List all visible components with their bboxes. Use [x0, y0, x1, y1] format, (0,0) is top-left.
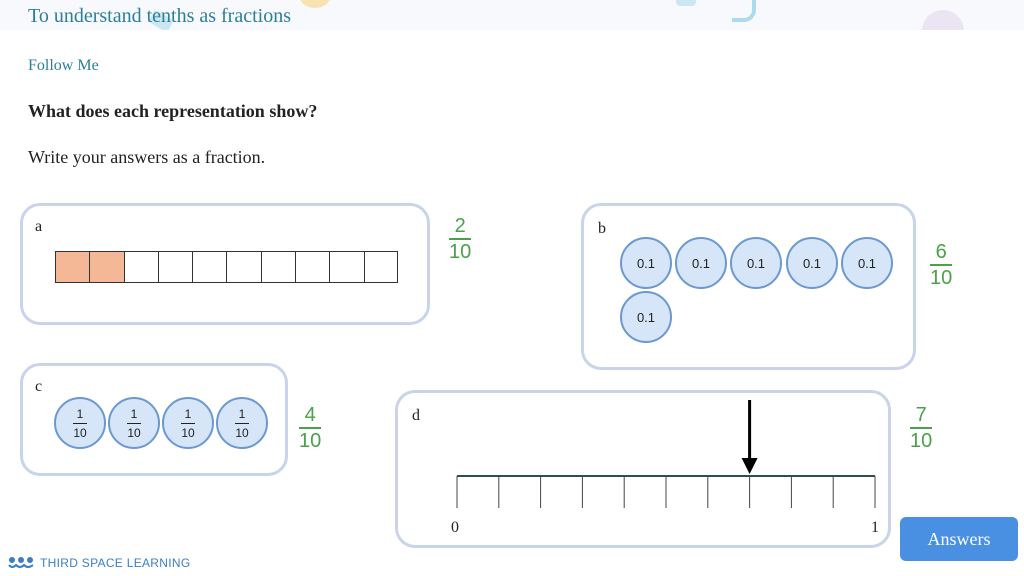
bar-cell [123, 251, 158, 283]
decoration-shape [922, 10, 964, 30]
decimal-counter: 0.1 [786, 237, 838, 289]
brand-logo: THIRD SPACE LEARNING [8, 556, 190, 570]
counter-numerator: 1 [76, 406, 84, 421]
bar-cell-shaded [55, 251, 90, 283]
bar-cell [295, 251, 330, 283]
arrow-head [741, 458, 758, 474]
bar-cell [226, 251, 261, 283]
decimal-counter: 0.1 [730, 237, 782, 289]
bar-cell [260, 251, 296, 283]
decoration-shape [676, 0, 696, 6]
counter-denominator: 10 [127, 425, 141, 440]
answer-a: 2 10 [449, 215, 471, 263]
number-line-start-label: 0 [451, 519, 459, 536]
counter-numerator: 1 [184, 406, 192, 421]
card-label: c [35, 378, 43, 395]
page-title: To understand tenths as fractions [28, 5, 291, 27]
answer-numerator: 4 [304, 404, 316, 426]
answer-denominator: 10 [910, 430, 933, 452]
counter-denominator: 10 [181, 425, 195, 440]
answer-numerator: 7 [915, 404, 927, 426]
decoration-shape [300, 0, 330, 8]
answer-numerator: 2 [454, 215, 466, 237]
decimal-counter: 0.1 [675, 237, 727, 289]
bar-cell [157, 251, 193, 283]
question-text: What does each representation show? [28, 101, 318, 121]
tenths-bar-model [55, 251, 398, 283]
counter-denominator: 10 [73, 425, 87, 440]
card-d: d 0 1 [395, 390, 891, 548]
bar-cell [192, 251, 227, 283]
brand-name: THIRD SPACE LEARNING [40, 556, 191, 570]
section-label: Follow Me [28, 57, 99, 74]
card-a: a [20, 203, 430, 325]
number-line-end-label: 1 [871, 519, 879, 536]
decimal-counter: 0.1 [620, 291, 672, 343]
card-b: b 0.1 0.1 0.1 0.1 0.1 0.1 [581, 203, 916, 370]
answers-button[interactable]: Answers [900, 517, 1018, 561]
instruction-text: Write your answers as a fraction. [28, 147, 266, 167]
card-label: d [412, 407, 420, 424]
fraction-line [299, 427, 322, 429]
bar-cell [363, 251, 398, 283]
answer-b: 6 10 [930, 241, 952, 289]
fraction-line [910, 427, 933, 429]
header-bar: To understand tenths as fractions [0, 0, 1024, 30]
answer-c: 4 10 [299, 404, 321, 452]
decoration-shape [732, 0, 756, 22]
decimal-counter: 0.1 [620, 237, 672, 289]
decimal-counter: 0.1 [841, 237, 893, 289]
answer-numerator: 6 [935, 241, 947, 263]
bar-cell [329, 251, 364, 283]
answer-denominator: 10 [930, 267, 953, 289]
answer-denominator: 10 [299, 430, 322, 452]
brand-icon [8, 557, 34, 568]
card-label: a [35, 218, 43, 235]
answer-d: 7 10 [910, 404, 932, 452]
answer-denominator: 10 [449, 241, 472, 263]
fraction-line [930, 264, 953, 266]
counter-numerator: 1 [130, 406, 138, 421]
counter-numerator: 1 [238, 406, 246, 421]
counter-denominator: 10 [235, 425, 249, 440]
bar-cell-shaded [89, 251, 124, 283]
number-line [456, 400, 876, 508]
card-label: b [598, 220, 606, 237]
fraction-line [449, 238, 472, 240]
